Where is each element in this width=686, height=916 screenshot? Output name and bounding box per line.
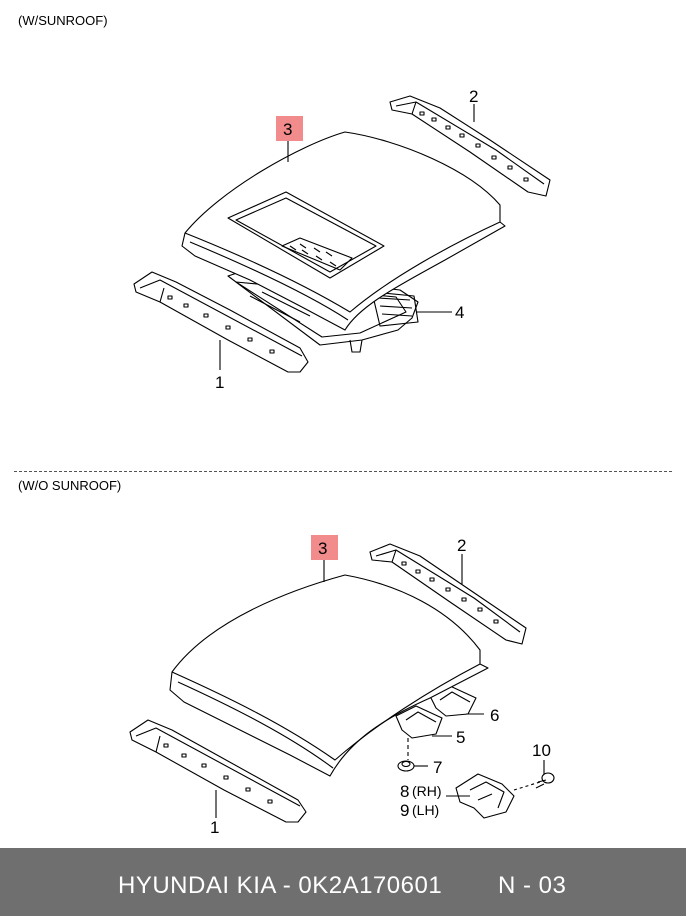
section-label-without-sunroof: (W/O SUNROOF) — [18, 478, 122, 493]
footer-page-number: N - 03 — [498, 872, 567, 899]
callout-bottom-8: 8 — [400, 782, 409, 801]
grommet-part-7 — [397, 760, 415, 772]
callout-bottom-9-side: (LH) — [412, 802, 439, 818]
parts-diagram: 3 2 4 1 3 2 6 5 7 8 (RH) 9 (LH) 10 1 — [129, 87, 555, 837]
highlight-box-bottom-3 — [311, 535, 338, 560]
bracket-part-8-9 — [455, 773, 515, 819]
rear-roof-rail-part-2 — [389, 95, 551, 197]
section-divider — [14, 471, 672, 472]
callout-top-4: 4 — [455, 303, 464, 322]
callout-bottom-1: 1 — [210, 818, 219, 837]
callout-bottom-10: 10 — [532, 741, 551, 760]
front-roof-rail-part-1-b — [129, 719, 307, 823]
callout-top-1: 1 — [215, 373, 224, 392]
front-roof-rail-part-1 — [133, 271, 309, 373]
rear-roof-rail-part-2-b — [369, 543, 527, 645]
roof-bow-part-5 — [395, 705, 443, 739]
callout-bottom-2: 2 — [457, 536, 466, 555]
callout-top-2: 2 — [469, 87, 478, 106]
callout-top-3: 3 — [283, 120, 292, 139]
callout-bottom-8-side: (RH) — [412, 783, 442, 799]
callout-bottom-5: 5 — [456, 728, 465, 747]
bolt-part-10 — [535, 772, 555, 789]
callout-bottom-6: 6 — [490, 706, 499, 725]
roof-panel-sunroof-part-3 — [181, 131, 506, 331]
footer-bar: HYUNDAI KIA - 0K2A170601 N - 03 — [0, 848, 686, 916]
footer-part-number: HYUNDAI KIA - 0K2A170601 — [118, 872, 443, 899]
roof-panel-part-3 — [169, 574, 489, 777]
callout-bottom-3: 3 — [318, 539, 327, 558]
callout-bottom-9: 9 — [400, 801, 409, 820]
callout-bottom-7: 7 — [433, 758, 442, 777]
section-label-with-sunroof: (W/SUNROOF) — [18, 13, 108, 28]
bolt-dashed-line — [513, 781, 541, 791]
highlight-box-top-3 — [276, 116, 303, 141]
